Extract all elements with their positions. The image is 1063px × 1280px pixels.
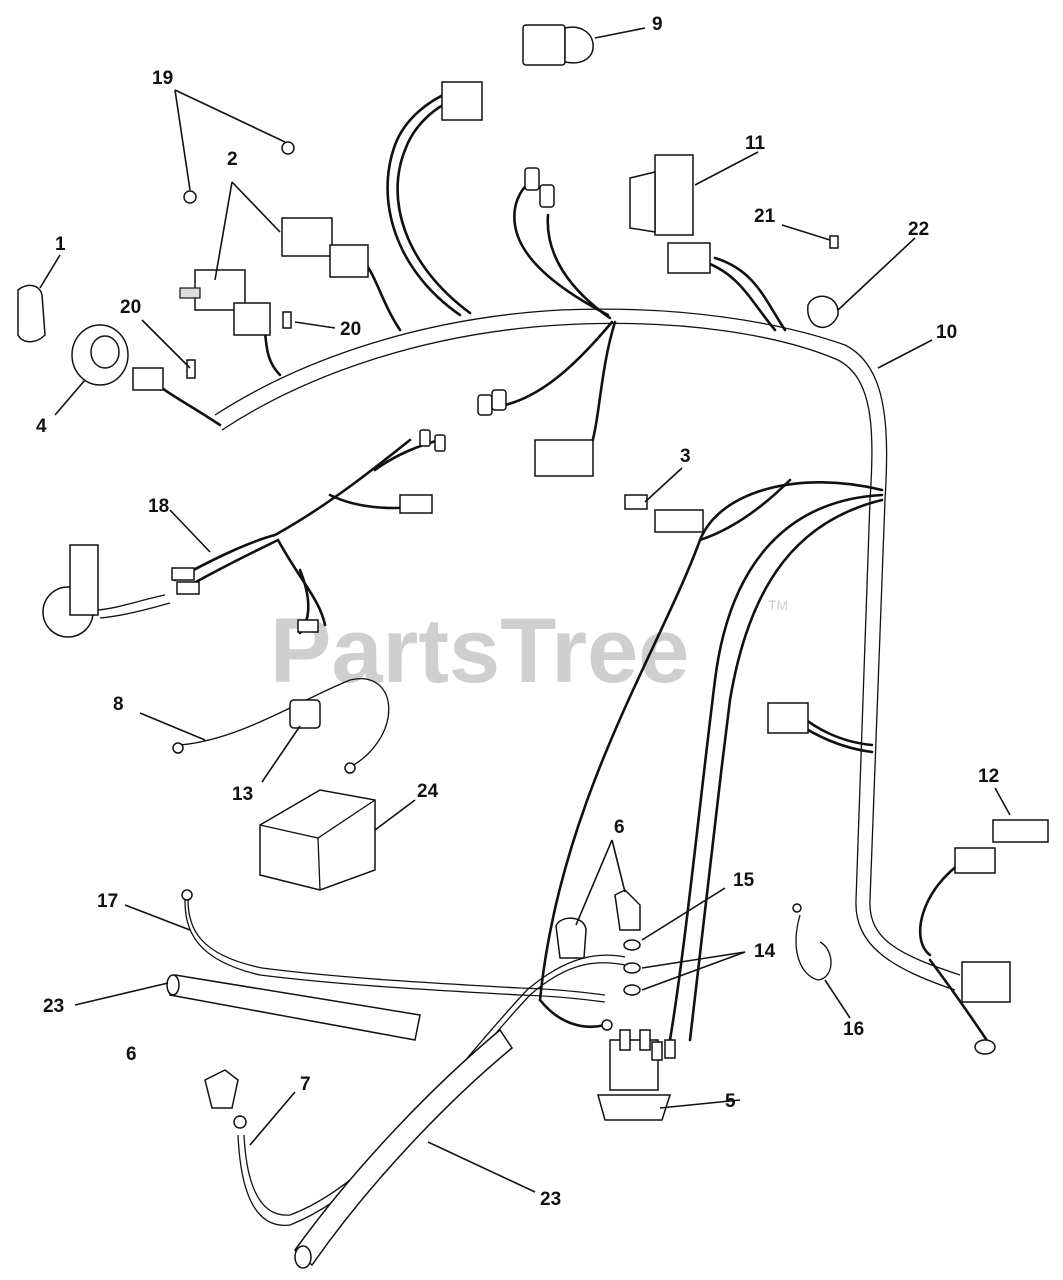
sleeves bbox=[166, 974, 513, 1269]
callout-1: 1 bbox=[55, 234, 66, 255]
callout-3: 3 bbox=[680, 446, 691, 467]
parts bbox=[17, 24, 1049, 1129]
callout-6-lower: 6 bbox=[126, 1044, 137, 1065]
callout-23-lower: 23 bbox=[540, 1189, 561, 1210]
callout-20-left: 20 bbox=[120, 297, 141, 318]
lower-branches bbox=[538, 478, 992, 1047]
callout-22: 22 bbox=[908, 219, 929, 240]
callout-23-upper: 23 bbox=[43, 996, 64, 1017]
callout-13: 13 bbox=[232, 784, 253, 805]
callout-21: 21 bbox=[754, 206, 776, 227]
watermark-trademark: TM bbox=[768, 597, 788, 613]
watermark: PartsTree TM bbox=[270, 597, 788, 702]
callout-24: 24 bbox=[417, 781, 439, 802]
callout-20-right: 20 bbox=[340, 319, 361, 340]
callout-17: 17 bbox=[97, 891, 118, 912]
callout-labels: 1 2 3 4 5 6 6 7 8 9 10 11 12 13 14 15 16… bbox=[36, 14, 999, 1210]
watermark-brand: PartsTree bbox=[270, 600, 689, 702]
callout-9: 9 bbox=[652, 14, 663, 35]
callout-5: 5 bbox=[725, 1091, 736, 1112]
leader-lines bbox=[39, 27, 1011, 1193]
callout-10: 10 bbox=[936, 322, 957, 343]
callout-15: 15 bbox=[733, 870, 755, 891]
main-harness bbox=[214, 308, 961, 991]
callout-19: 19 bbox=[152, 68, 173, 89]
callout-12: 12 bbox=[978, 766, 999, 787]
callout-2: 2 bbox=[227, 149, 238, 170]
callout-18: 18 bbox=[148, 496, 169, 517]
horn-harness bbox=[97, 438, 442, 635]
callout-6-upper: 6 bbox=[614, 817, 625, 838]
callout-8: 8 bbox=[113, 694, 124, 715]
callout-14: 14 bbox=[754, 941, 776, 962]
callout-11: 11 bbox=[745, 133, 766, 154]
callout-4: 4 bbox=[36, 416, 47, 437]
callout-7: 7 bbox=[300, 1074, 311, 1095]
callout-16: 16 bbox=[843, 1019, 864, 1040]
